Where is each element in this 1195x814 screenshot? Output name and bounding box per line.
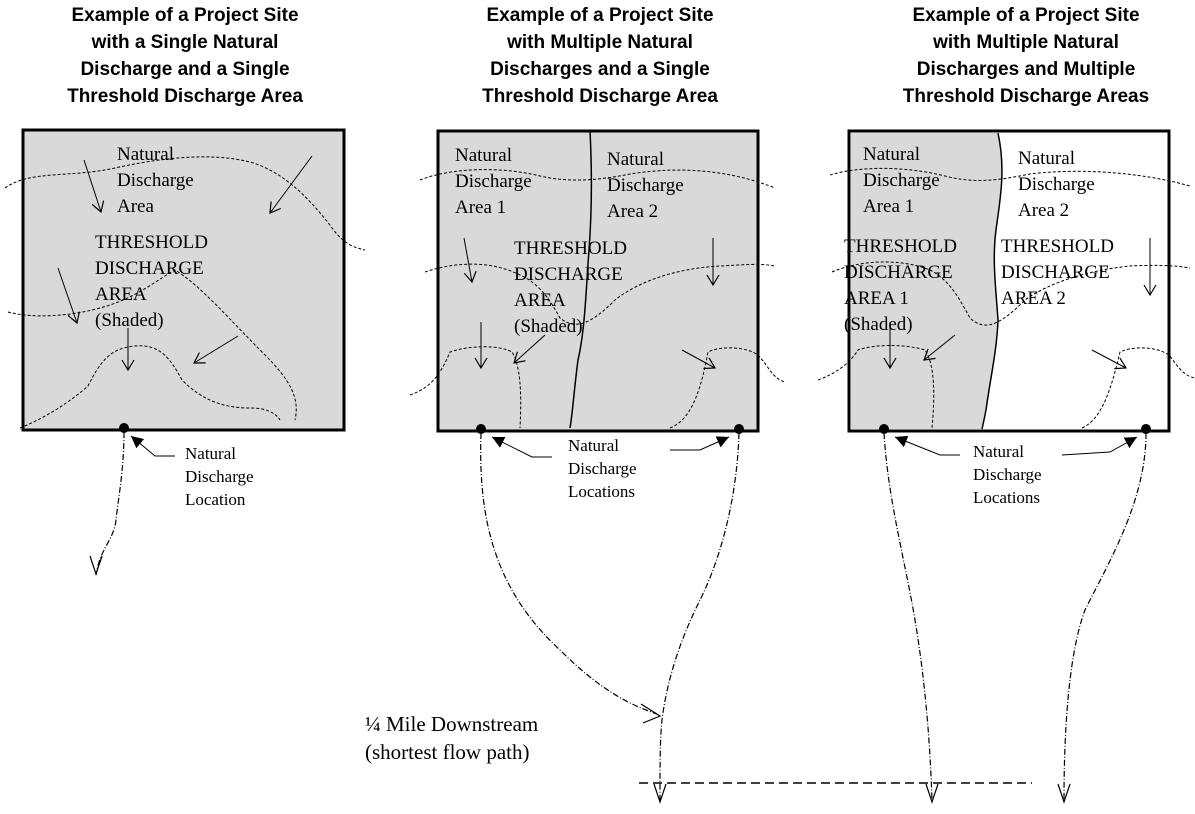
panel-3-discharge-locations-label: Natural Discharge Locations (973, 442, 1042, 507)
panel-1-threshold-area-label: THRESHOLD DISCHARGE AREA (Shaded) (95, 232, 208, 331)
panel-2-diagram (409, 129, 786, 804)
panel-3-downstream-path-2 (1063, 432, 1147, 801)
panel-3-flow-arrow (1091, 349, 1128, 370)
panel-3-pointer-line-1 (894, 435, 960, 456)
panel-2-downstream-path-2 (659, 432, 740, 801)
panel-3-natural-area-2-label: Natural Discharge Area 2 (1018, 148, 1095, 221)
panel-3-downstream-arrowhead-1 (925, 783, 939, 804)
panel-3-contour-lower-left (817, 345, 935, 429)
panel-2-contour-lower-left (409, 346, 522, 429)
panel-2-flow-arrow (513, 334, 546, 364)
panel-2-threshold-area-label: THRESHOLD DISCHARGE AREA (Shaded) (514, 238, 627, 337)
panel-3-contour-lower-right (1081, 347, 1195, 429)
panel-1-pointer-line (130, 435, 175, 457)
panel-2-title: Example of a Project Site with Multiple … (482, 5, 718, 107)
panel-1-flow-arrow (57, 267, 80, 325)
panel-2-pointer-line-1 (491, 436, 552, 458)
panel-2-flow-arrow (681, 349, 717, 370)
panel-3-threshold-area-1-label: THRESHOLD DISCHARGE AREA 1 (Shaded) (844, 236, 957, 335)
panel-2-discharge-locations-label: Natural Discharge Locations (568, 436, 637, 501)
panel-1-contour-lower (19, 345, 281, 429)
panel-3-flow-arrow (923, 334, 956, 361)
panel-3-divide-line (981, 132, 1003, 430)
panel-1-flow-arrow (269, 155, 313, 214)
panel-2-site-box (436, 129, 760, 433)
panel-2-natural-area-1-label: Natural Discharge Area 1 (455, 145, 532, 218)
panel-1-diagram (4, 128, 366, 576)
panel-3-downstream-arrowhead-2 (1057, 783, 1071, 804)
panel-3-contour-middle (831, 261, 1191, 326)
panel-1-discharge-point (119, 423, 129, 433)
panel-2-downstream-path-1 (480, 432, 658, 715)
panel-3-title: Example of a Project Site with Multiple … (902, 5, 1150, 107)
panel-3-natural-area-1-label: Natural Discharge Area 1 (863, 144, 940, 217)
panel-2-discharge-point-2 (734, 424, 744, 434)
panel-2-natural-area-2-label: Natural Discharge Area 2 (607, 149, 684, 222)
panel-2-divide-line (569, 130, 593, 429)
panel-3-discharge-point-1 (879, 424, 889, 434)
panel-2-contour-middle (424, 263, 776, 325)
panel-1-contour-upper (4, 156, 366, 251)
panel-3-discharge-point-2 (1141, 424, 1151, 434)
panel-3-diagram (817, 129, 1195, 804)
panel-2-downstream-arrowhead-2 (653, 783, 667, 804)
panel-2-downstream-arrowhead-1 (640, 703, 662, 724)
panel-1-downstream-path (95, 431, 125, 576)
panel-2-pointer-line-2 (670, 436, 730, 451)
panel-1-flow-arrow (193, 335, 239, 364)
panel-3-threshold-area-2-label: THRESHOLD DISCHARGE AREA 2 (1001, 236, 1114, 309)
downstream-label: ¼ Mile Downstream (shortest flow path) (365, 712, 539, 764)
panel-1-downstream-arrowhead (89, 555, 103, 576)
panel-3-shaded-area (851, 133, 1002, 429)
panel-1-flow-arrow (83, 159, 105, 214)
panel-1-title: Example of a Project Site with a Single … (67, 5, 303, 107)
panel-1-site-box (21, 128, 346, 432)
panel-2-flow-arrow (463, 237, 477, 284)
panel-2-discharge-point-1 (476, 424, 486, 434)
panel-2-contour-lower-right (669, 347, 786, 429)
panel-1-natural-area-label: Natural Discharge Area (117, 144, 194, 217)
panel-3-pointer-line-2 (1061, 436, 1138, 456)
panel-1-discharge-location-label: Natural Discharge Location (185, 444, 254, 509)
panel-2-contour-top (419, 169, 776, 189)
panel-3-contour-top (829, 167, 1191, 187)
panel-3-downstream-path-1 (883, 432, 933, 801)
